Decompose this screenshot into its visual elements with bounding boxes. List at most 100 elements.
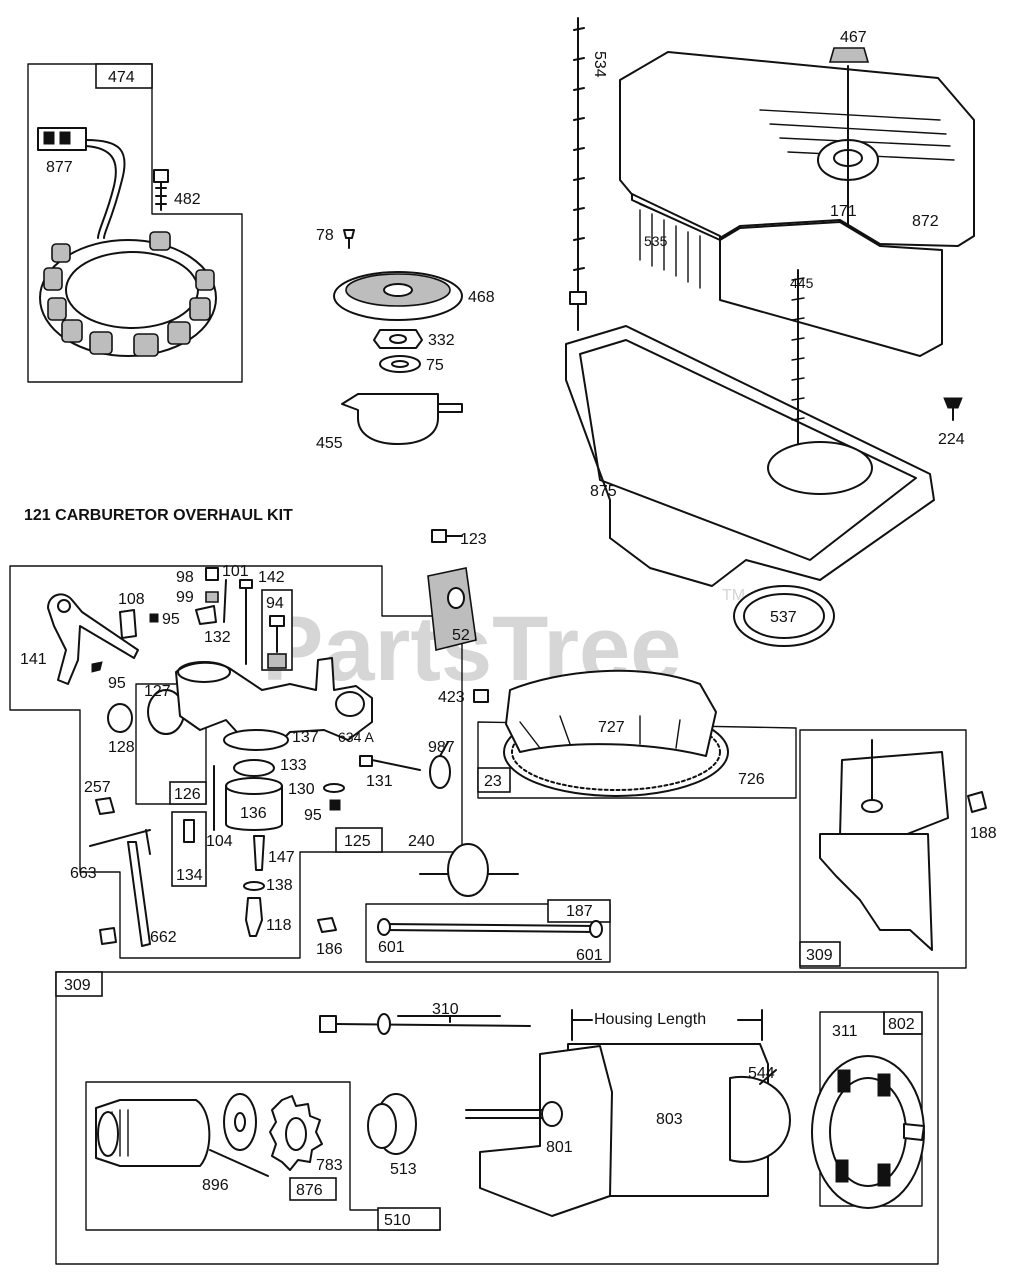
part-box-126 bbox=[169, 781, 207, 805]
stator-coils bbox=[43, 231, 215, 357]
part-537-label: 537 bbox=[770, 609, 797, 626]
filter-element-445 bbox=[631, 193, 943, 357]
fuel-line-clamp bbox=[589, 920, 603, 938]
stud-534-nut bbox=[569, 291, 587, 305]
part-95b-label: 95 bbox=[108, 675, 126, 692]
part-125-label: 125 bbox=[344, 833, 371, 850]
part-423-label: 423 bbox=[438, 689, 465, 706]
part-142-label: 142 bbox=[258, 569, 285, 586]
gasket-133 bbox=[233, 759, 275, 777]
part-123-label: 123 bbox=[460, 531, 487, 548]
part-727-label: 727 bbox=[598, 719, 625, 736]
part-142-head bbox=[239, 579, 253, 589]
part-187-label: 187 bbox=[566, 903, 593, 920]
part-510-label: 510 bbox=[384, 1212, 411, 1229]
base-stud-thread bbox=[791, 277, 805, 421]
part-box-187 bbox=[547, 899, 611, 923]
starter-bracket bbox=[839, 751, 949, 841]
part-130-label: 130 bbox=[288, 781, 315, 798]
stator-coil bbox=[47, 297, 67, 321]
part-803-label: 803 bbox=[656, 1111, 683, 1128]
fuel-line bbox=[383, 923, 597, 933]
starter-cup-tab bbox=[437, 403, 463, 413]
nut-332-hole bbox=[389, 334, 407, 344]
carburetor-group: 126 125 141 95 108 95 98 99 101 132 142 … bbox=[9, 563, 463, 959]
pinion-housing-end bbox=[97, 1111, 119, 1157]
electric-starter-group: 309 310 Housing Length 803 544 801 802 3… bbox=[55, 971, 939, 1265]
part-138-label: 138 bbox=[266, 877, 293, 894]
fuel-line-clamp bbox=[377, 918, 391, 936]
part-118-label: 118 bbox=[266, 917, 292, 934]
part-482-label: 482 bbox=[174, 191, 201, 208]
starter-shaft-boss bbox=[861, 799, 883, 813]
screw-482-head bbox=[153, 169, 169, 183]
electric-starter-frame bbox=[55, 971, 939, 1265]
needle-94-seat bbox=[267, 653, 287, 669]
link-662 bbox=[127, 841, 151, 947]
part-311-label: 311 bbox=[832, 1023, 858, 1040]
starter-small-frame bbox=[799, 729, 967, 969]
part-box-510 bbox=[377, 1207, 441, 1231]
part-445-label: 445 bbox=[790, 275, 814, 291]
part-147-label: 147 bbox=[268, 849, 295, 866]
screw-131-head bbox=[359, 755, 373, 767]
drive-washer bbox=[223, 1093, 257, 1151]
stator-lead-wire bbox=[85, 145, 117, 239]
part-257-label: 257 bbox=[84, 779, 111, 796]
clip-95 bbox=[91, 661, 103, 673]
part-52-label: 52 bbox=[452, 627, 470, 644]
housing-length-label: Housing Length bbox=[594, 1011, 706, 1028]
gear-783 bbox=[269, 1095, 323, 1171]
brush bbox=[877, 1073, 891, 1097]
part-455-label: 455 bbox=[316, 435, 343, 452]
valve-987-leader bbox=[439, 741, 449, 757]
part-309a-label: 309 bbox=[806, 947, 833, 964]
air-cleaner-base bbox=[565, 325, 935, 587]
brush bbox=[877, 1163, 891, 1187]
fan-shroud-727 bbox=[505, 669, 717, 757]
screw-482-thread bbox=[155, 181, 167, 211]
filter-pleats bbox=[639, 209, 701, 289]
part-132-shape bbox=[195, 605, 217, 625]
screw-78 bbox=[343, 229, 355, 239]
needle-118 bbox=[245, 897, 263, 937]
washer-75-hole bbox=[391, 360, 409, 368]
part-108-label: 108 bbox=[118, 591, 145, 608]
part-467-label: 467 bbox=[840, 29, 867, 46]
through-bolt-leader bbox=[397, 1015, 501, 1023]
drive-shaft-bearing bbox=[541, 1101, 563, 1127]
carburetor-kit-heading: 121 CARBURETOR OVERHAUL KIT bbox=[24, 507, 293, 524]
part-634a-label: 634 A bbox=[338, 729, 374, 745]
bowl-136 bbox=[225, 785, 283, 831]
pin-101 bbox=[223, 579, 227, 623]
needle-94-head bbox=[269, 615, 285, 627]
part-224-label: 224 bbox=[938, 431, 965, 448]
clip-95a bbox=[149, 613, 159, 623]
part-75-label: 75 bbox=[426, 357, 444, 374]
part-136-label: 136 bbox=[240, 805, 267, 822]
rotating-screen-hub bbox=[383, 283, 413, 297]
part-896-label: 896 bbox=[202, 1177, 229, 1194]
part-188-label: 188 bbox=[970, 825, 997, 842]
part-box-23 bbox=[477, 767, 511, 793]
part-94-label: 94 bbox=[266, 595, 284, 612]
governor-parts: 123 52 423 bbox=[427, 529, 489, 706]
part-101-label: 101 bbox=[222, 563, 249, 580]
part-726-label: 726 bbox=[738, 771, 765, 788]
part-171-label: 171 bbox=[830, 203, 857, 220]
part-132-label: 132 bbox=[204, 629, 231, 646]
part-877-label: 877 bbox=[46, 159, 73, 176]
part-332-label: 332 bbox=[428, 332, 455, 349]
brush bbox=[837, 1069, 851, 1093]
leader-663 bbox=[89, 829, 151, 855]
part-141-label: 141 bbox=[20, 651, 47, 668]
drive-shaft bbox=[465, 1109, 557, 1119]
drive-washer-hole bbox=[234, 1112, 246, 1132]
part-box-474 bbox=[95, 63, 153, 89]
leader-544 bbox=[759, 1069, 777, 1085]
part-875-label: 875 bbox=[590, 483, 617, 500]
starter-housing bbox=[819, 833, 933, 951]
housing-length-dimension bbox=[571, 1009, 763, 1041]
gasket-52 bbox=[427, 567, 477, 651]
